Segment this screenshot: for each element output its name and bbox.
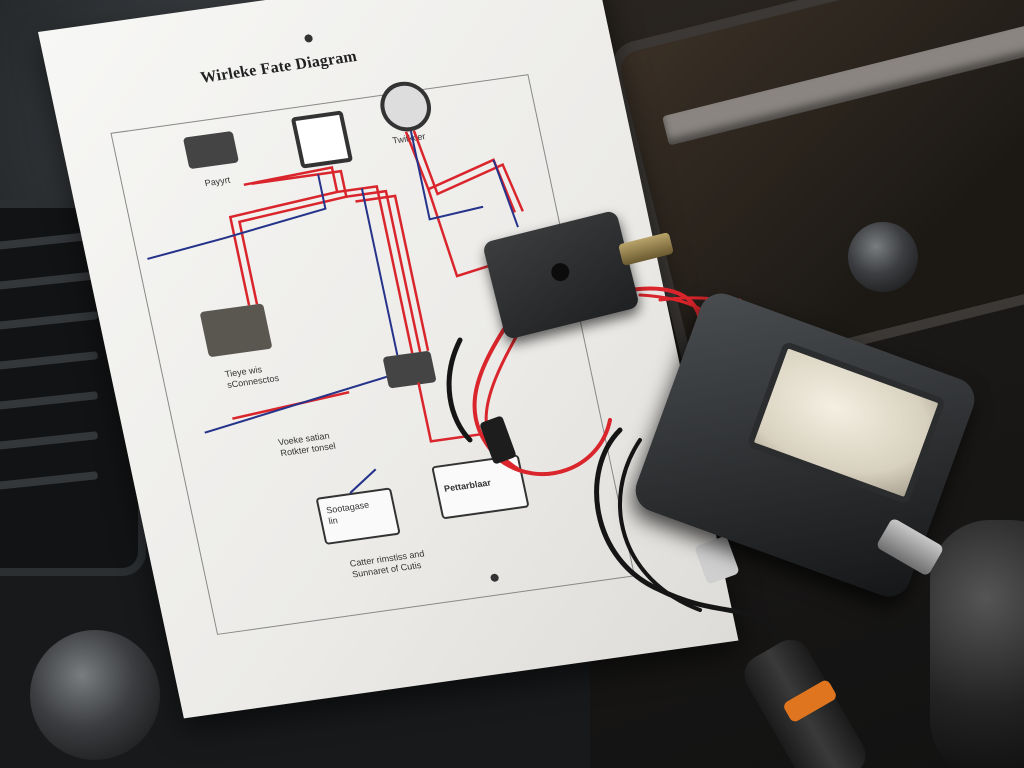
adapter-port [549, 261, 572, 283]
wiring-diagram-paper: Wirleke Fate Diagram Payyrt Twitkcer Tie… [38, 0, 739, 719]
black-test-lead [594, 427, 783, 643]
red-wire [355, 194, 430, 351]
scanner-screen [746, 340, 947, 505]
black-test-lead [618, 438, 702, 612]
red-wire [346, 189, 422, 353]
blue-wire [360, 188, 399, 356]
red-wire [417, 382, 491, 443]
blue-wire [204, 375, 388, 434]
red-wire [336, 184, 414, 354]
blue-wire-group [147, 130, 519, 494]
metal-plug-connector [695, 536, 739, 584]
black-plug-connector [480, 416, 516, 464]
gear-lever [930, 520, 1024, 768]
blue-wire [147, 174, 327, 260]
red-wire [412, 130, 524, 212]
blue-wire [349, 468, 377, 494]
blue-wire [409, 130, 484, 221]
diagram-wires [147, 130, 524, 494]
blue-wire [492, 159, 519, 228]
console-knob [848, 222, 918, 292]
black-test-lead [446, 337, 473, 443]
dash-control-knob [30, 630, 160, 760]
